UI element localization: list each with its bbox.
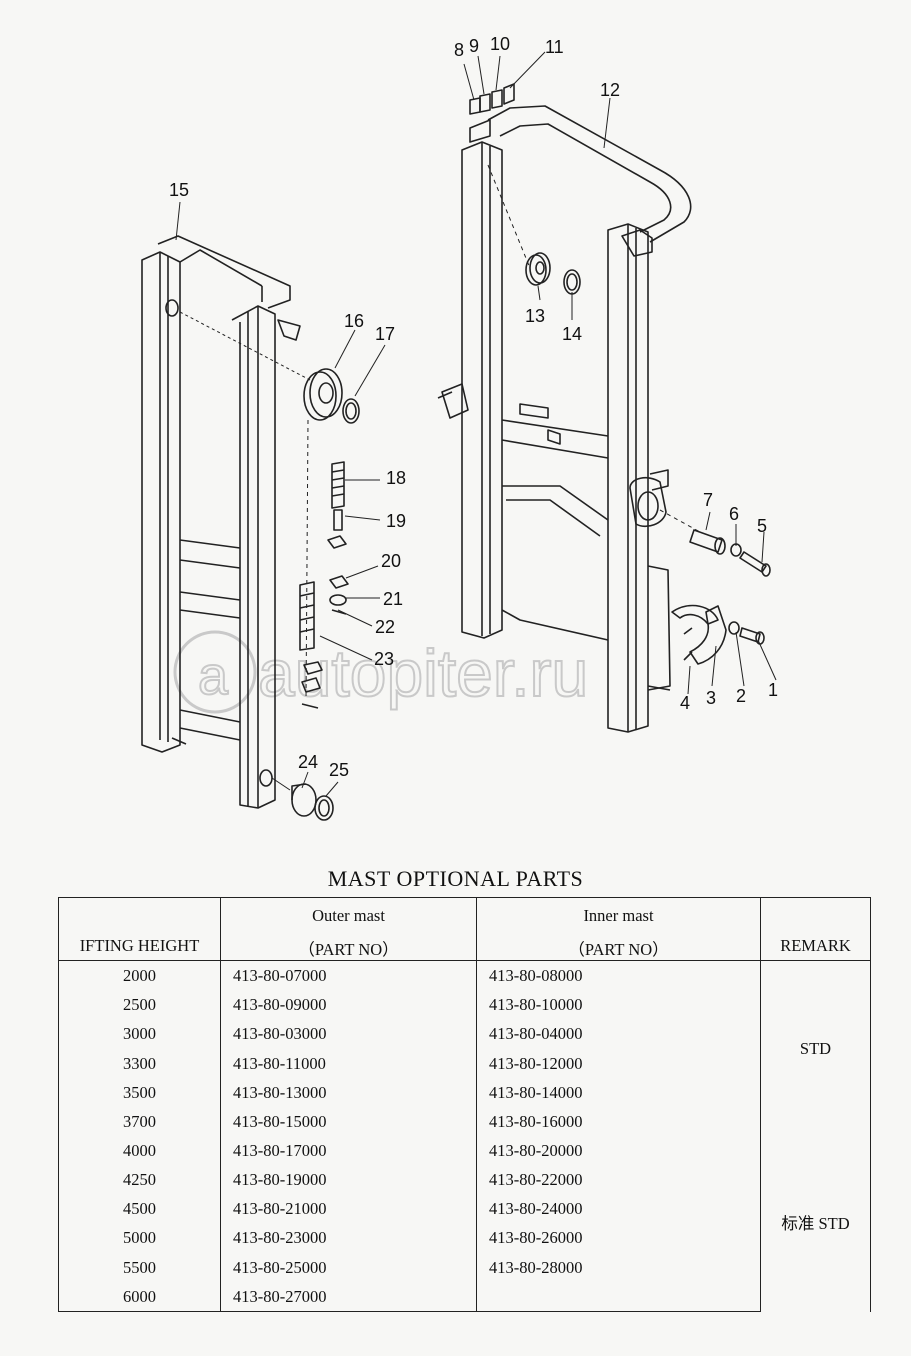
callout-2: 2 xyxy=(736,686,746,706)
leader-lines-left xyxy=(175,201,386,797)
callout-12: 12 xyxy=(600,80,620,100)
remark-cell-standard-std: 标准 STD xyxy=(760,1135,871,1312)
lifting-height-cell: 3000 xyxy=(58,1019,221,1049)
watermark: a autopiter.ru xyxy=(173,630,589,714)
header-outer-mast: Outer mast （PART NO） xyxy=(220,897,477,961)
inner-mast-parts xyxy=(469,83,771,665)
lifting-height-cell: 5500 xyxy=(58,1252,221,1282)
header-lifting-height: IFTING HEIGHT xyxy=(58,897,221,961)
outer-mast-part-cell: 413-80-17000 xyxy=(220,1135,477,1166)
outer-mast-part-cell: 413-80-25000 xyxy=(220,1252,477,1282)
lifting-height-cell: 4250 xyxy=(58,1165,221,1195)
callout-25: 25 xyxy=(329,760,349,780)
callout-19: 19 xyxy=(386,511,406,531)
callout-20: 20 xyxy=(381,551,401,571)
callout-10: 10 xyxy=(490,34,510,54)
outer-mast-part-cell: 413-80-11000 xyxy=(220,1048,477,1078)
inner-mast xyxy=(437,105,692,733)
header-inner-mast-sub: （PART NO） xyxy=(568,940,669,959)
outer-mast-part-cell: 413-80-27000 xyxy=(220,1281,477,1312)
outer-mast-part-cell: 413-80-19000 xyxy=(220,1165,477,1195)
outer-mast-part-cell: 413-80-15000 xyxy=(220,1106,477,1136)
header-lifting-height-label: IFTING HEIGHT xyxy=(79,936,200,955)
callout-labels: 1 2 3 4 5 6 7 8 9 10 11 12 13 14 15 16 1… xyxy=(169,34,778,780)
outer-mast-part-cell: 413-80-09000 xyxy=(220,990,477,1020)
header-outer-mast-sub: （PART NO） xyxy=(298,940,399,959)
callout-15: 15 xyxy=(169,180,189,200)
callout-8: 8 xyxy=(454,40,464,60)
lifting-height-cell: 4000 xyxy=(58,1135,221,1166)
callout-22: 22 xyxy=(375,617,395,637)
inner-mast-part-cell: 413-80-14000 xyxy=(476,1077,761,1107)
remark-cell-std: STD xyxy=(760,960,871,1136)
callout-3: 3 xyxy=(706,688,716,708)
callout-4: 4 xyxy=(680,693,690,713)
callout-6: 6 xyxy=(729,504,739,524)
inner-mast-part-cell: 413-80-22000 xyxy=(476,1165,761,1195)
outer-mast-parts xyxy=(291,368,360,821)
callout-11: 11 xyxy=(545,37,564,57)
table-header-row: IFTING HEIGHT Outer mast （PART NO） Inner… xyxy=(58,897,871,961)
outer-mast xyxy=(141,235,301,809)
outer-mast-part-cell: 413-80-13000 xyxy=(220,1077,477,1107)
mast-optional-parts-table: IFTING HEIGHT Outer mast （PART NO） Inner… xyxy=(58,897,871,1312)
inner-mast-part-cell: 413-80-24000 xyxy=(476,1194,761,1224)
header-remark: REMARK xyxy=(760,897,871,961)
callout-9: 9 xyxy=(469,36,479,56)
header-inner-mast: Inner mast （PART NO） xyxy=(476,897,761,961)
lifting-height-cell: 2500 xyxy=(58,990,221,1020)
callout-23: 23 xyxy=(374,649,394,669)
inner-mast-part-cell: 413-80-08000 xyxy=(476,960,761,991)
mast-exploded-drawing: a autopiter.ru xyxy=(141,34,778,821)
callout-7: 7 xyxy=(703,490,713,510)
inner-mast-part-cell: 413-80-16000 xyxy=(476,1106,761,1136)
lifting-height-cell: 6000 xyxy=(58,1281,221,1312)
table-title: MAST OPTIONAL PARTS xyxy=(327,866,584,891)
outer-mast-part-cell: 413-80-21000 xyxy=(220,1194,477,1224)
callout-5: 5 xyxy=(757,516,767,536)
inner-mast-part-cell: 413-80-12000 xyxy=(476,1048,761,1078)
svg-text:a: a xyxy=(198,646,229,706)
outer-mast-part-cell: 413-80-07000 xyxy=(220,960,477,991)
lifting-height-cell: 2000 xyxy=(58,960,221,991)
callout-14: 14 xyxy=(562,324,582,344)
callout-21: 21 xyxy=(383,589,403,609)
lifting-height-cell: 3700 xyxy=(58,1106,221,1136)
inner-mast-part-cell: 413-80-28000 xyxy=(476,1252,761,1282)
lifting-height-cell: 3300 xyxy=(58,1048,221,1078)
outer-mast-part-cell: 413-80-23000 xyxy=(220,1223,477,1253)
header-outer-mast-label: Outer mast xyxy=(312,906,385,925)
callout-24: 24 xyxy=(298,752,318,772)
leader-lines-right xyxy=(463,51,777,695)
inner-mast-part-cell xyxy=(476,1281,761,1312)
inner-mast-part-cell: 413-80-26000 xyxy=(476,1223,761,1253)
callout-17: 17 xyxy=(375,324,395,344)
outer-mast-part-cell: 413-80-03000 xyxy=(220,1019,477,1049)
header-remark-label: REMARK xyxy=(780,936,851,955)
lifting-height-cell: 5000 xyxy=(58,1223,221,1253)
callout-16: 16 xyxy=(344,311,364,331)
inner-mast-part-cell: 413-80-04000 xyxy=(476,1019,761,1049)
lifting-height-cell: 3500 xyxy=(58,1077,221,1107)
inner-mast-part-cell: 413-80-20000 xyxy=(476,1135,761,1166)
lifting-height-cell: 4500 xyxy=(58,1194,221,1224)
header-inner-mast-label: Inner mast xyxy=(583,906,654,925)
callout-13: 13 xyxy=(525,306,545,326)
inner-mast-part-cell: 413-80-10000 xyxy=(476,990,761,1020)
callout-1: 1 xyxy=(768,680,778,700)
callout-18: 18 xyxy=(386,468,406,488)
